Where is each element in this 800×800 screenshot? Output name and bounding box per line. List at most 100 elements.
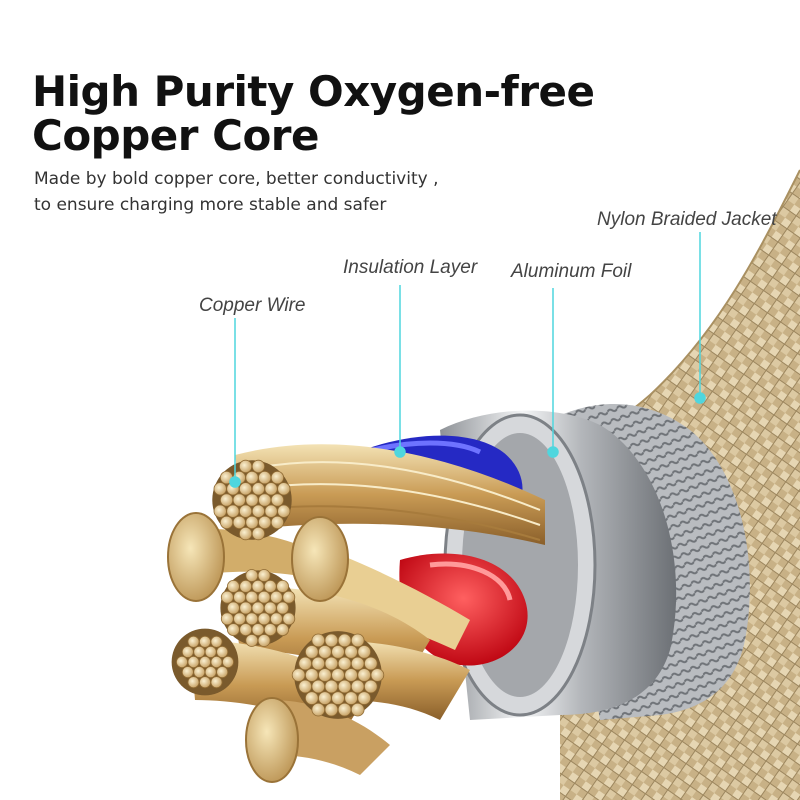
insulation-layer-label: Insulation Layer (343, 257, 478, 278)
subtitle-line-1: Made by bold copper core, better conduct… (34, 169, 439, 189)
copper-strand (276, 601, 290, 615)
copper-strand (233, 590, 247, 604)
copper-strand (232, 493, 246, 507)
copper-strand (357, 691, 372, 705)
subtitle-line-2: to ensure charging more stable and safer (34, 195, 387, 215)
copper-strand (213, 482, 227, 496)
copper-strand (187, 676, 200, 689)
copper-strand (226, 580, 240, 593)
copper-strand (324, 702, 339, 717)
copper-strand (350, 702, 365, 717)
copper-strand (344, 668, 358, 682)
copper-strand (233, 612, 247, 626)
copper-strand (291, 668, 306, 682)
copper-strand (181, 666, 194, 679)
copper-strand (245, 590, 259, 604)
copper-wire-label: Copper Wire (199, 295, 306, 316)
copper-strand (324, 656, 339, 671)
aluminum-leader-dot (547, 446, 559, 458)
copper-strand (239, 482, 253, 496)
copper-strand (264, 504, 278, 518)
copper-strand (251, 482, 265, 496)
copper-leader-dot (229, 476, 241, 488)
copper-strand (264, 482, 278, 496)
copper-strand (282, 590, 296, 604)
copper-strand (198, 635, 211, 648)
copper-strand (344, 691, 358, 705)
subtitle: Made by bold copper core, better conduct… (34, 166, 439, 218)
copper-strand (337, 679, 352, 694)
copper-strand (204, 645, 217, 658)
copper-strand (350, 679, 365, 694)
copper-strand (276, 623, 290, 636)
nylon-braided-jacket-label: Nylon Braided Jacket (597, 209, 777, 230)
copper-strand (239, 601, 253, 615)
copper-strand (258, 515, 272, 530)
copper-strand (245, 515, 259, 530)
copper-strand (311, 679, 326, 694)
copper-strand (257, 634, 271, 647)
copper-strand (210, 635, 223, 648)
copper-strand (198, 676, 211, 689)
copper-strand (324, 633, 339, 648)
copper-strand (337, 656, 352, 671)
copper-strand (245, 612, 259, 626)
copper-strand (277, 504, 291, 518)
copper-strand (363, 656, 378, 671)
copper-strand (357, 645, 372, 659)
nylon-leader-dot (694, 392, 706, 404)
headline-line-2: Copper Core (32, 111, 320, 160)
copper-strand (239, 623, 253, 636)
copper-strand (220, 590, 234, 604)
copper-strand (258, 493, 272, 507)
copper-strand (226, 623, 240, 636)
copper-strand (277, 482, 291, 496)
copper-strand (318, 668, 332, 682)
headline: High Purity Oxygen-free Copper Core (32, 70, 595, 158)
copper-strand (270, 493, 284, 507)
copper-strand (370, 668, 385, 682)
copper-strand (181, 645, 194, 658)
copper-strand (216, 666, 229, 679)
copper-strand (220, 612, 234, 626)
copper-strand (318, 645, 332, 659)
copper-strand (298, 656, 313, 671)
copper-strand (257, 612, 271, 626)
copper-strand (350, 656, 365, 671)
copper-strand (350, 633, 365, 648)
copper-strand (337, 702, 352, 717)
copper-strand (226, 601, 240, 615)
copper-strand (363, 679, 378, 694)
insulation-leader-dot (394, 446, 406, 458)
copper-strand (311, 656, 326, 671)
copper-strand (210, 676, 223, 689)
copper-strand (344, 645, 358, 659)
copper-strand (311, 702, 326, 717)
copper-strand (263, 601, 277, 615)
copper-strand (304, 668, 319, 682)
copper-strand (232, 515, 246, 530)
copper-strand (270, 470, 284, 485)
copper-strand (318, 691, 332, 705)
copper-strand (298, 679, 313, 694)
copper-strand (239, 504, 253, 518)
copper-strand (239, 580, 253, 593)
copper-strand (198, 656, 211, 669)
copper-strand (263, 580, 277, 593)
copper-strand (187, 656, 200, 669)
copper-strand (239, 526, 253, 541)
copper-strand (276, 580, 290, 593)
copper-strand (251, 459, 265, 473)
copper-strand (257, 569, 271, 582)
copper-strand (331, 645, 345, 659)
copper-strand (304, 691, 319, 705)
copper-strand (258, 470, 272, 485)
copper-strand (216, 645, 229, 658)
copper-strand (220, 493, 234, 507)
copper-strand (213, 504, 227, 518)
solid-conductor-ends (167, 512, 349, 783)
copper-strand (251, 526, 265, 541)
copper-strand (226, 504, 240, 518)
copper-strand (239, 459, 253, 473)
